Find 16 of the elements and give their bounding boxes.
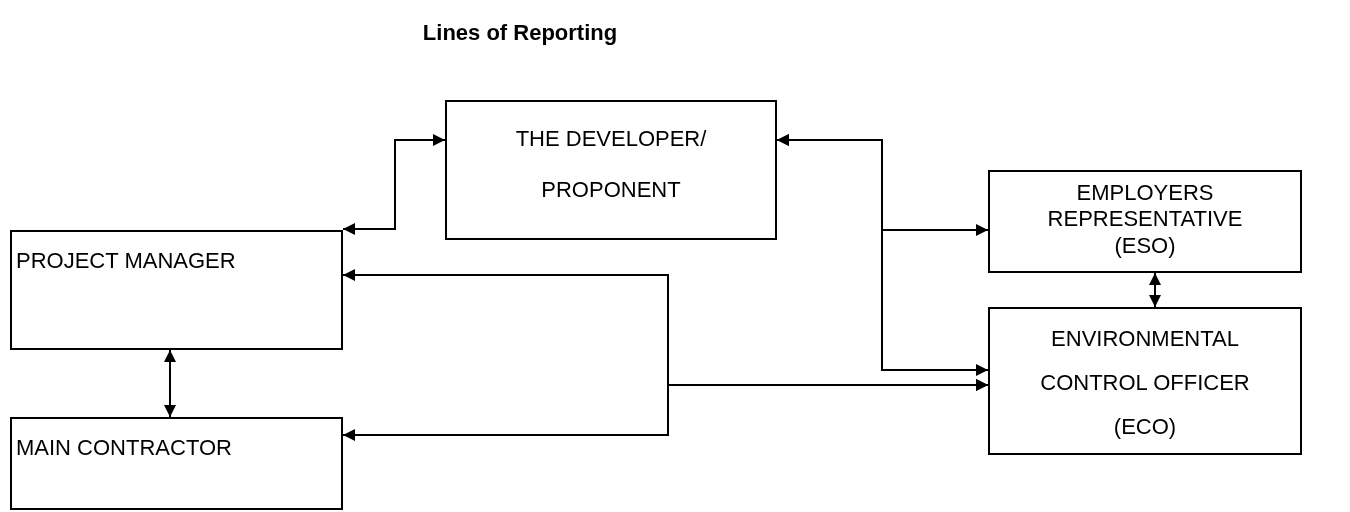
box-label: ENVIRONMENTAL CONTROL OFFICER (ECO)	[1039, 325, 1251, 441]
process-box	[10, 230, 343, 350]
diagram-title: Lines of Reporting	[421, 19, 619, 47]
arrow	[776, 134, 989, 376]
process-box	[10, 417, 343, 510]
process-box	[988, 170, 1302, 273]
process-box	[445, 100, 777, 240]
process-box	[988, 307, 1302, 455]
arrow	[342, 379, 989, 441]
arrow	[164, 349, 176, 418]
box-label: THE DEVELOPER/ PROPONENT	[514, 125, 708, 204]
arrow	[1149, 272, 1161, 308]
box-label: EMPLOYERS REPRESENTATIVE (ESO)	[1046, 180, 1244, 260]
arrow	[342, 134, 446, 235]
box-label: MAIN CONTRACTOR	[16, 434, 232, 462]
box-label: PROJECT MANAGER	[16, 247, 236, 275]
